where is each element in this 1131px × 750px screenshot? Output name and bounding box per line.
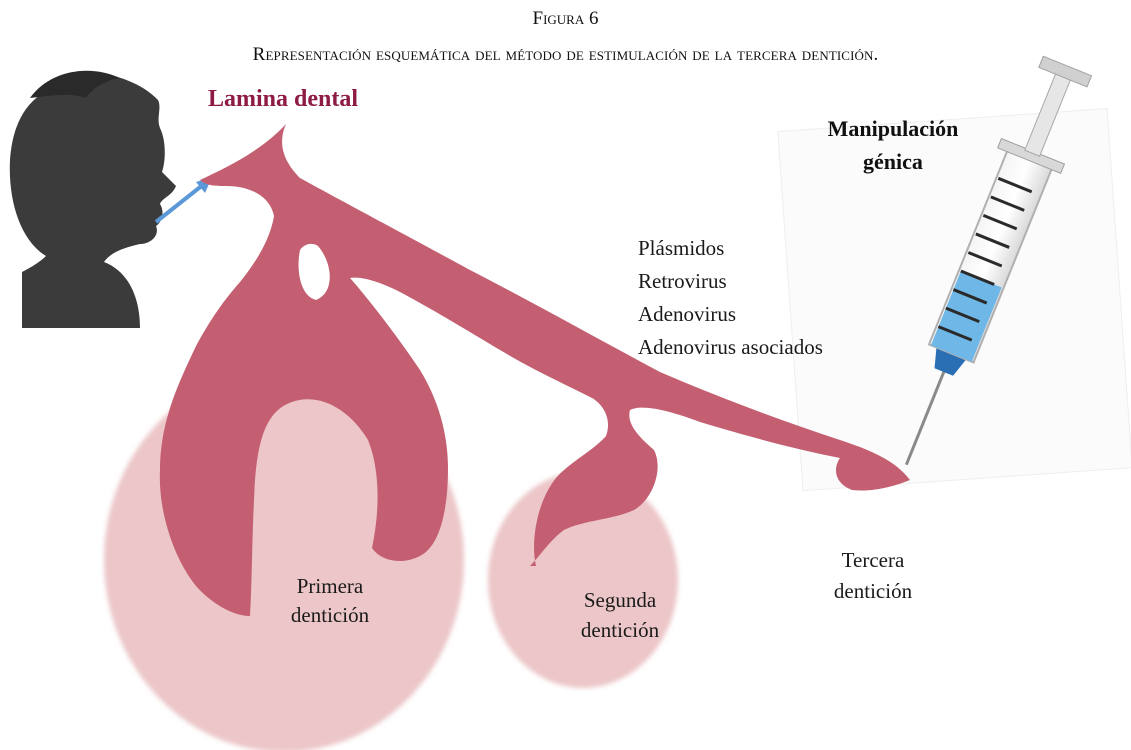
primera-line1: Primera xyxy=(296,574,364,598)
vector-item: Plásmidos xyxy=(638,236,725,260)
figure-title: Representación esquemática del método de… xyxy=(252,44,879,65)
tercera-line2: dentición xyxy=(833,579,913,603)
syringe-icon xyxy=(904,55,1093,466)
manipulacion-line1: Manipulación xyxy=(827,116,959,141)
segunda-line1: Segunda xyxy=(583,588,657,612)
manipulacion-line2: génica xyxy=(863,149,923,174)
dental-lamina-shape xyxy=(159,124,910,616)
manipulacion-genica-label: Manipulación génica xyxy=(808,112,978,178)
figure-label: Figura 6 xyxy=(532,8,599,29)
vector-item: Retrovirus xyxy=(638,269,727,293)
segunda-follicle xyxy=(488,472,678,688)
primera-denticion-label: Primera dentición xyxy=(275,572,385,630)
vector-item: Adenovirus asociados xyxy=(638,335,823,359)
lamina-gap xyxy=(298,243,330,300)
vector-item: Adenovirus xyxy=(638,302,736,326)
segunda-denticion-label: Segunda dentición xyxy=(565,585,675,645)
tercera-denticion-label: Tercera dentición xyxy=(808,545,938,607)
lamina-dental-label: Lamina dental xyxy=(208,86,359,112)
tercera-line1: Tercera xyxy=(841,548,905,572)
child-silhouette-icon xyxy=(9,70,176,328)
segunda-line2: dentición xyxy=(580,618,660,642)
primera-line2: dentición xyxy=(290,603,370,627)
